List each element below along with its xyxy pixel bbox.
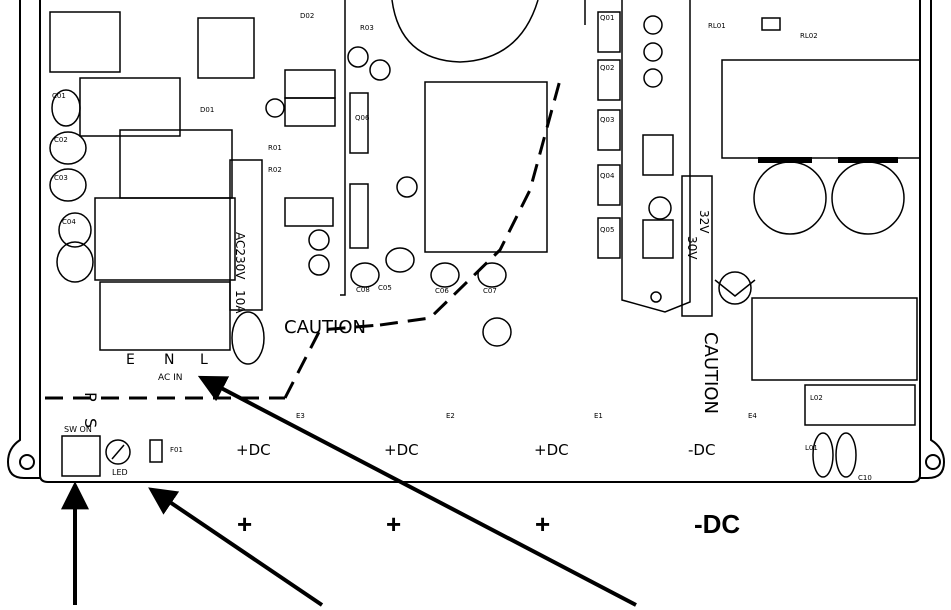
pdc-label: P <box>81 392 100 402</box>
arrow-to-led <box>148 487 324 607</box>
ref-c08: C08 <box>356 286 370 294</box>
terminal-label-1: +DC <box>236 441 271 459</box>
polarity-plus-2: + <box>386 509 401 539</box>
caution-label-center: CAUTION <box>284 317 366 338</box>
right-components <box>597 0 921 478</box>
ref-c01: C01 <box>52 92 66 100</box>
pointer-arrows <box>61 375 637 607</box>
ref-c07: C07 <box>483 287 497 295</box>
polarity-labels: + + + -DC <box>237 509 740 539</box>
terminal-label-2: +DC <box>384 441 419 459</box>
ref-c02: C02 <box>54 136 68 144</box>
ref-c05: C05 <box>378 284 392 292</box>
input-label-e: E <box>126 352 135 368</box>
ref-q01: Q01 <box>600 14 614 22</box>
ref-e1: E1 <box>594 412 603 420</box>
ref-d01: D01 <box>200 106 214 114</box>
dashed-separators <box>45 79 562 400</box>
ref-l01: L01 <box>805 444 818 452</box>
polarity-plus-3: + <box>535 509 550 539</box>
ref-e4: E4 <box>748 412 757 420</box>
sw-label: S <box>81 418 100 428</box>
center-components <box>340 0 586 347</box>
led-label: LED <box>112 468 128 477</box>
input-label-n: N <box>164 352 174 368</box>
board-outline <box>6 0 946 483</box>
input-label-l: L <box>200 352 208 368</box>
caution-label-right: CAUTION <box>700 332 721 414</box>
ref-rl01: RL01 <box>708 22 726 30</box>
polarity-plus-1: + <box>237 509 252 539</box>
ref-r01: R01 <box>268 144 282 152</box>
ref-c03: C03 <box>54 174 68 182</box>
voltage-10a: 10A <box>233 290 247 314</box>
terminal-label-4: -DC <box>688 441 715 459</box>
ref-r03: R03 <box>360 24 374 32</box>
left-components <box>49 11 336 365</box>
ref-f01: F01 <box>170 446 183 454</box>
ref-e2: E2 <box>446 412 455 420</box>
ref-q04: Q04 <box>600 172 615 180</box>
ref-q06: Q06 <box>355 114 370 122</box>
voltage-30v: 30V <box>685 236 699 260</box>
ref-d02: D02 <box>300 12 314 20</box>
ref-r02: R02 <box>268 166 282 174</box>
input-sublabel: AC IN <box>158 373 183 383</box>
terminal-label-3: +DC <box>534 441 569 459</box>
arrow-to-ac-input <box>197 375 637 607</box>
ref-q03: Q03 <box>600 116 614 124</box>
ref-c10: C10 <box>858 474 872 482</box>
ref-l02: L02 <box>810 394 823 402</box>
ref-e3: E3 <box>296 412 305 420</box>
voltage-32v: 32V <box>697 210 711 234</box>
ref-c06: C06 <box>435 287 449 295</box>
sw-caption: SW ON <box>64 425 92 434</box>
voltage-ac230: AC230V <box>233 232 247 280</box>
ref-rl02: RL02 <box>800 32 818 40</box>
switch-and-led <box>61 435 163 477</box>
polarity-minus-dc: -DC <box>694 509 740 539</box>
ref-q05: Q05 <box>600 226 614 234</box>
ref-c04: C04 <box>62 218 76 226</box>
ref-q02: Q02 <box>600 64 614 72</box>
board-text: E N L AC IN P S SW ON LED CAUTION CAUTIO… <box>52 12 872 482</box>
